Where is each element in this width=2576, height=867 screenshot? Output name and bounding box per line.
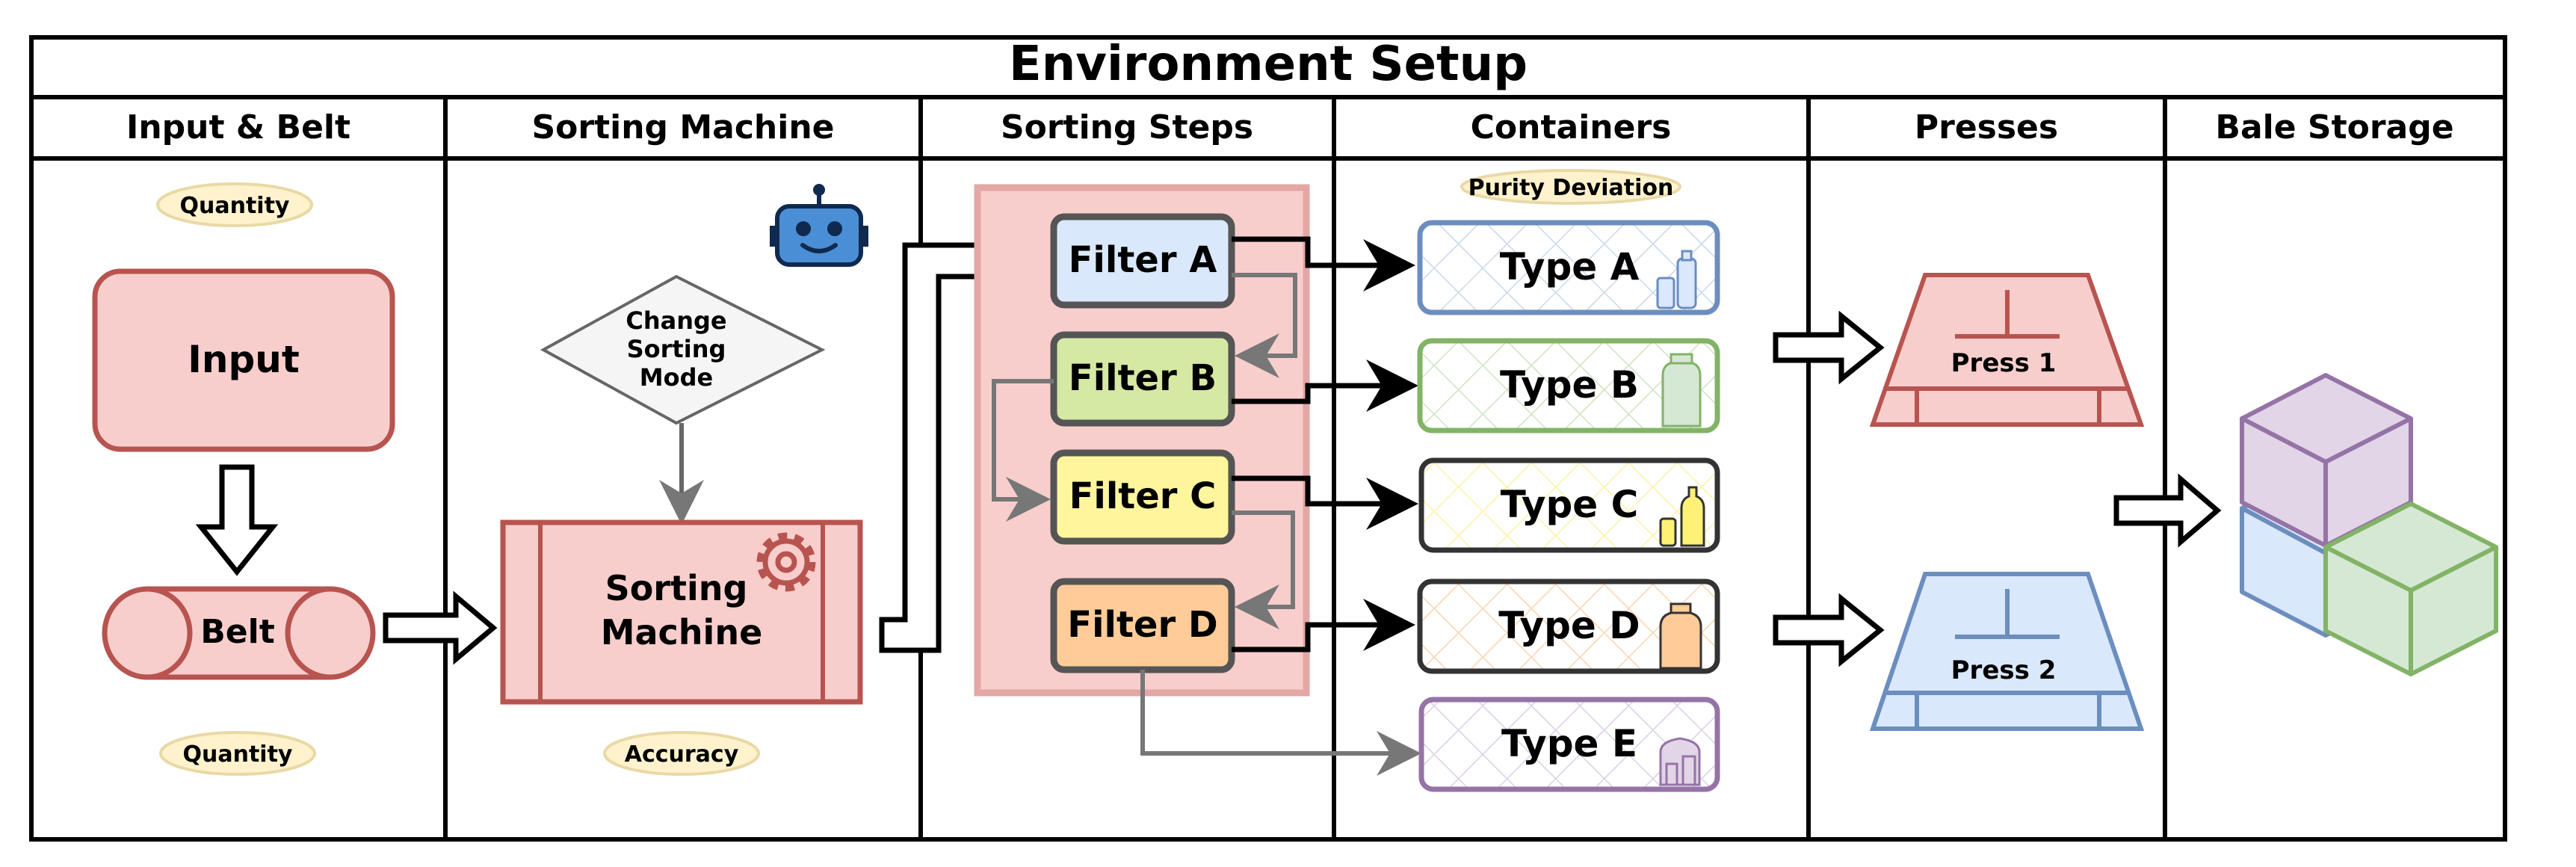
- bottle-icon: [1659, 486, 1705, 547]
- svg-text:Belt: Belt: [200, 613, 275, 651]
- container-type-a: Type A: [1417, 220, 1720, 315]
- column-header-presses: Presses: [1915, 108, 2058, 146]
- robot-icon: [770, 184, 868, 267]
- svg-text:Type D: Type D: [1498, 604, 1640, 647]
- bottle-icon: [1656, 250, 1697, 309]
- column-header-input-belt: Input & Belt: [126, 108, 350, 146]
- filter-c-to-d-link: [1232, 510, 1295, 629]
- svg-text:Accuracy: Accuracy: [625, 741, 739, 768]
- svg-text:Type E: Type E: [1501, 722, 1637, 765]
- filter-d-to-type-e-link: [1140, 670, 1421, 776]
- accuracy-badge: Accuracy: [603, 731, 760, 776]
- outer-frame: [29, 35, 2507, 842]
- column-header-sorting-machine: Sorting Machine: [531, 108, 834, 146]
- filter-b: Filter B: [1050, 331, 1235, 427]
- input-to-belt-arrow: [195, 464, 279, 576]
- container-type-c: Type C: [1418, 457, 1720, 553]
- input-box: Input: [92, 268, 395, 452]
- svg-text:Quantity: Quantity: [180, 193, 290, 219]
- gear-icon: [756, 532, 816, 592]
- filter-d: Filter D: [1050, 578, 1235, 673]
- press-1: Press 1: [1869, 273, 2145, 427]
- filter-c-to-type-c-link: [1232, 475, 1418, 530]
- change-sorting-mode-decision: Change Sorting Mode: [540, 274, 826, 425]
- jar-icon: [1661, 353, 1702, 428]
- containers-to-press-1-arrow: [1773, 310, 1885, 385]
- column-header-containers: Containers: [1471, 108, 1672, 146]
- container-type-d: Type D: [1417, 578, 1720, 674]
- svg-text:Type B: Type B: [1500, 363, 1639, 407]
- svg-text:Mode: Mode: [640, 363, 713, 392]
- svg-text:Machine: Machine: [601, 612, 763, 652]
- svg-text:Type C: Type C: [1501, 483, 1639, 526]
- svg-text:Sorting: Sorting: [627, 335, 726, 363]
- svg-text:Press 1: Press 1: [1951, 348, 2057, 378]
- filter-b-to-type-b-link: [1232, 360, 1418, 412]
- svg-text:Sorting: Sorting: [605, 568, 748, 608]
- filter-a: Filter A: [1050, 213, 1235, 309]
- filter-b-to-c-link: [992, 379, 1054, 522]
- svg-text:Filter A: Filter A: [1069, 239, 1217, 281]
- filter-c: Filter C: [1050, 449, 1235, 545]
- presses-to-storage-arrow: [2113, 473, 2222, 548]
- svg-text:Press 2: Press 2: [1951, 655, 2057, 685]
- quantity-badge-top: Quantity: [156, 182, 313, 227]
- svg-text:Filter B: Filter B: [1069, 357, 1217, 399]
- containers-to-press-2-arrow: [1773, 593, 1885, 667]
- belt-cylinder: Belt: [102, 586, 376, 680]
- mixed-bottles-icon: [1659, 737, 1701, 786]
- container-type-b: Type B: [1417, 338, 1720, 434]
- quantity-badge-bottom: Quantity: [159, 731, 316, 776]
- jar-icon: [1659, 602, 1702, 670]
- svg-text:Filter D: Filter D: [1067, 604, 1217, 646]
- purity-deviation-badge: Purity Deviation: [1460, 169, 1681, 205]
- column-header-bale-storage: Bale Storage: [2215, 108, 2453, 146]
- svg-text:Purity Deviation: Purity Deviation: [1468, 175, 1674, 201]
- filter-a-to-type-a-link: [1232, 236, 1415, 291]
- column-header-sorting-steps: Sorting Steps: [1001, 108, 1253, 146]
- filter-d-to-type-d-link: [1232, 599, 1415, 652]
- svg-text:Quantity: Quantity: [183, 741, 293, 768]
- filter-a-to-b-link: [1232, 273, 1297, 378]
- press-2: Press 2: [1869, 572, 2145, 731]
- svg-text:Filter C: Filter C: [1069, 475, 1217, 517]
- svg-text:Input: Input: [188, 338, 300, 381]
- container-type-e: Type E: [1418, 697, 1720, 792]
- svg-text:Type A: Type A: [1500, 245, 1640, 289]
- bale-stack-icon: [2240, 373, 2498, 676]
- diagram-title: Environment Setup: [1009, 37, 1528, 92]
- belt-to-machine-arrow: [383, 590, 498, 665]
- svg-text:Change: Change: [626, 306, 726, 335]
